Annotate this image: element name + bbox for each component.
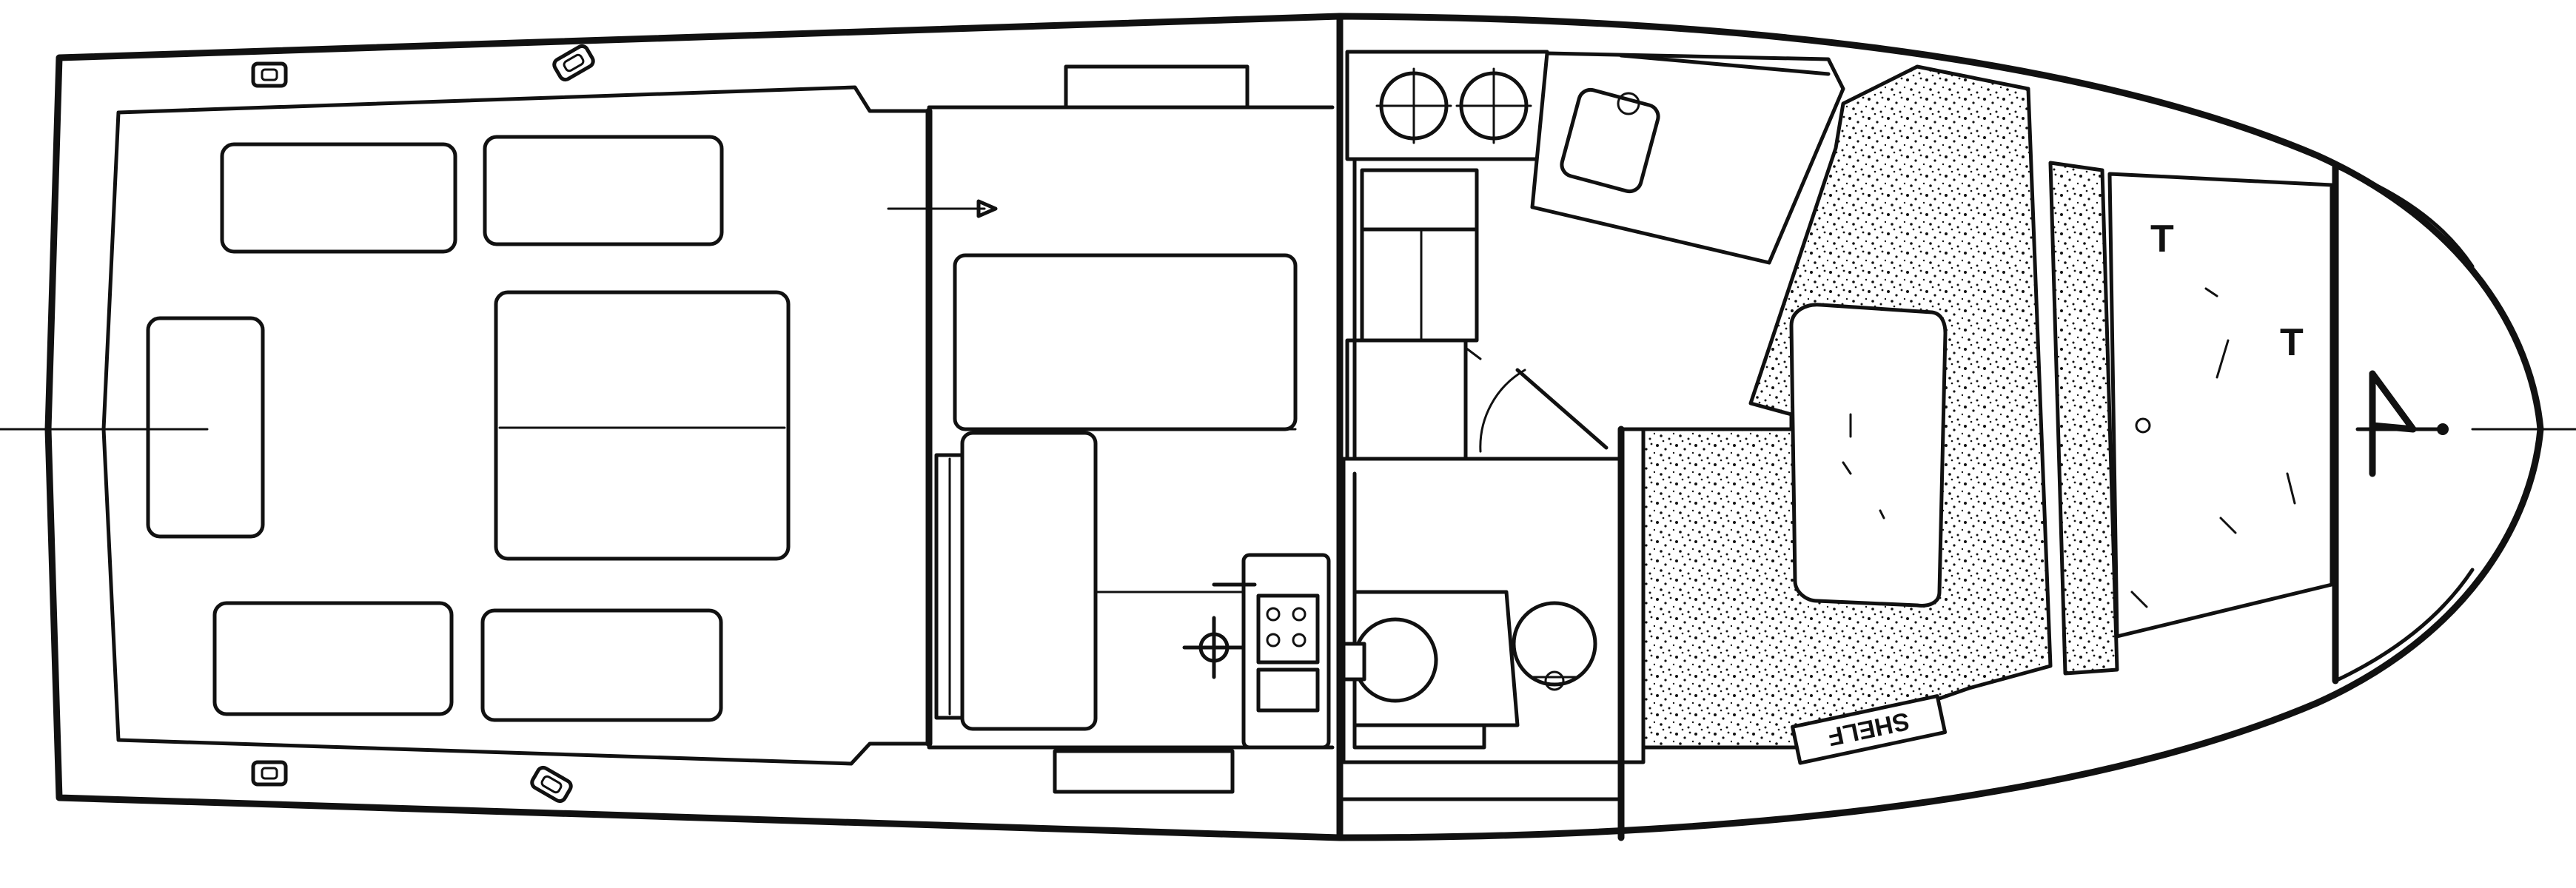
helm-seat [934,431,1098,731]
sink-basin-icon [1512,601,1597,691]
svg-text:T: T [2150,218,2174,260]
door-swing [1479,369,1526,453]
cockpit-hatches [146,135,791,722]
forward-bulkhead [1617,426,1646,841]
cleat-icon [552,44,595,82]
cleat-icon [530,765,573,804]
cockpit-deck-outline [101,85,931,766]
burner-icon [1375,67,1452,144]
galley-stove [1345,50,1549,161]
anchor-icon [2355,370,2449,477]
helm-console [1182,553,1331,750]
galley-sink [1530,51,1845,265]
toilet-icon [1341,617,1438,703]
hull-outline [44,13,2544,841]
cleat-icon [251,61,288,88]
v-berth [1641,64,2053,750]
svg-text:T: T [2280,321,2304,364]
cleat-icon [251,760,288,787]
burner-icon [1455,67,1532,144]
forward-filler: T T [2048,161,2334,676]
head-compartment [1341,457,1623,801]
